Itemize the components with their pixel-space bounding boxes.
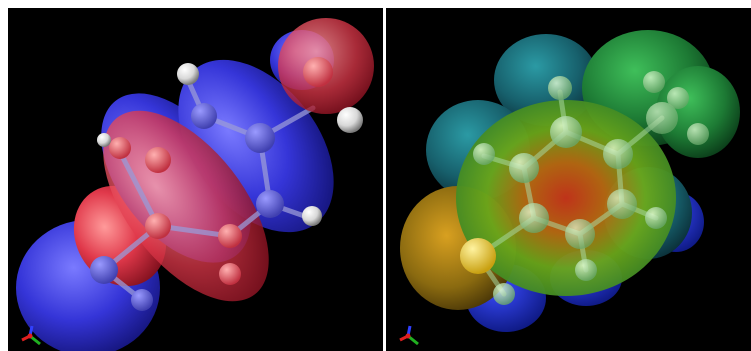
atom <box>603 139 633 169</box>
atom <box>245 123 275 153</box>
orbital-panel <box>8 8 383 351</box>
atom <box>131 289 153 311</box>
orbital-lobe <box>103 110 269 302</box>
hydrogen-atom <box>302 206 322 226</box>
atom <box>607 189 637 219</box>
atom <box>219 263 241 285</box>
hydrogen-atom <box>177 63 199 85</box>
hydrogen-atom <box>97 133 111 147</box>
atom <box>218 224 242 248</box>
potential-surface-panel <box>386 8 751 351</box>
atom <box>550 116 582 148</box>
atom <box>145 147 171 173</box>
atom <box>646 102 678 134</box>
atom <box>109 137 131 159</box>
hydrogen-atom <box>575 259 597 281</box>
atom <box>256 190 284 218</box>
orbital-render <box>16 18 374 351</box>
atom <box>519 203 549 233</box>
atom <box>191 103 217 129</box>
atom <box>303 57 333 87</box>
atom <box>90 256 118 284</box>
hydrogen-atom <box>548 76 572 100</box>
hydrogen-atom <box>667 87 689 109</box>
hydrogen-atom <box>473 143 495 165</box>
axes-triad <box>399 325 419 346</box>
hydrogen-atom <box>643 71 665 93</box>
hydrogen-atom <box>493 283 515 305</box>
hydrogen-atom <box>337 107 363 133</box>
potential-surface-render <box>399 30 740 346</box>
axes-triad <box>21 325 41 346</box>
atom <box>565 219 595 249</box>
hydrogen-atom <box>645 207 667 229</box>
sulfur-atom <box>460 238 496 274</box>
hydrogen-atom <box>687 123 709 145</box>
atom <box>509 153 539 183</box>
atom <box>145 213 171 239</box>
bond <box>115 145 161 229</box>
